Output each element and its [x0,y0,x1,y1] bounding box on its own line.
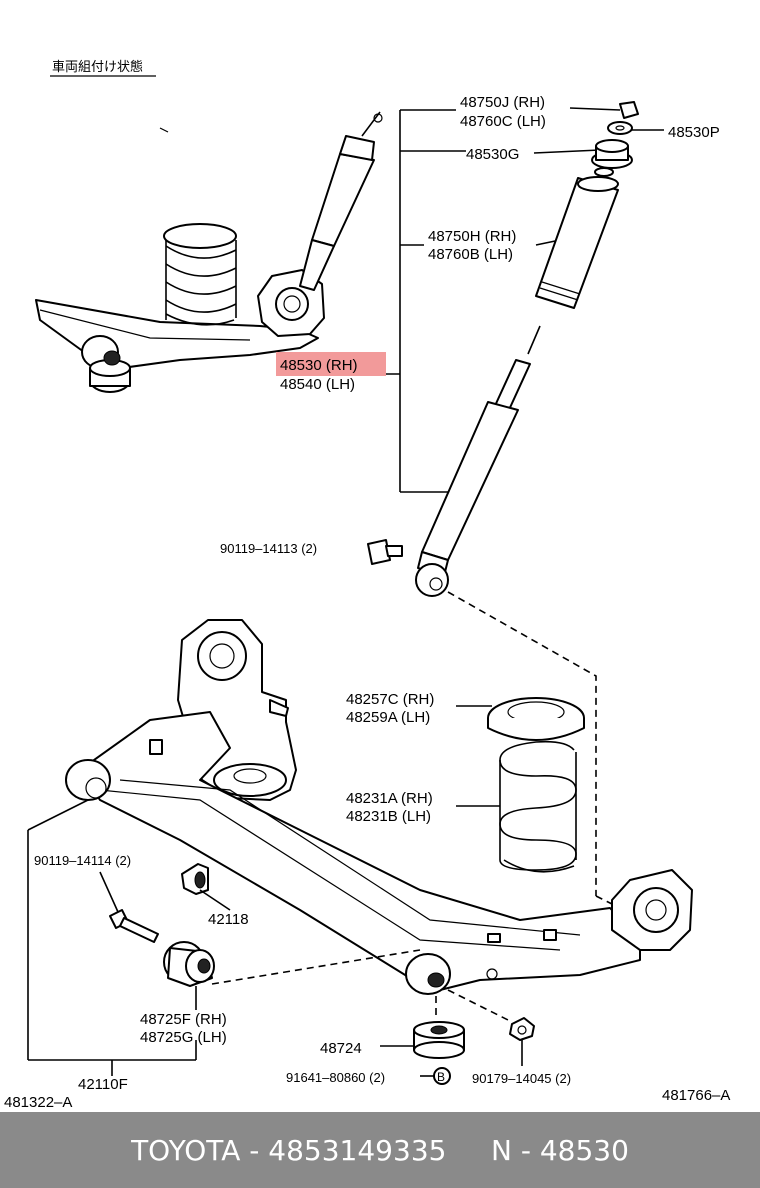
label-48760B: 48760B (LH) [428,246,513,263]
label-48760C: 48760C (LH) [460,113,546,130]
bolt-90119-14113 [367,539,403,565]
parts-diagram: 車両組付け状態 [4,59,730,1111]
footer-code: 48530 [539,1133,629,1167]
installed-state-illustration [35,111,383,393]
label-48725G: 48725G (LH) [140,1029,227,1046]
footer-brand: TOYOTA [131,1133,241,1167]
footer-code-prefix: N [490,1133,512,1167]
label-90179-14045: 90179–14045 (2) [472,1071,571,1086]
label-48750J: 48750J (RH) [460,94,545,111]
footer-part-number: 4853149335 [268,1133,447,1167]
nut-90179-14045 [509,1017,535,1066]
bolt-90119-14114 [99,871,159,943]
bush-42118 [181,863,231,911]
label-90119-14113: 90119–14113 (2) [220,541,317,556]
label-48724: 48724 [320,1040,362,1057]
selected-part-highlight [276,352,386,376]
footer-gap [446,1134,491,1167]
label-48725F: 48725F (RH) [140,1011,227,1028]
shock-washer [607,121,633,135]
label-48530P: 48530P [668,124,720,141]
label-48530-rh: 48530 (RH) [280,357,358,374]
footer-separator-2: - [511,1133,540,1167]
label-48257C: 48257C (RH) [346,691,434,708]
rear-axle-beam [65,619,693,995]
label-48530G: 48530G [466,146,519,163]
shock-top-nut [619,101,639,119]
label-91641-80860: 91641–80860 (2) [286,1070,385,1085]
label-48540-lh: 48540 (LH) [280,376,355,393]
note-b-letter: B [437,1070,445,1084]
footer-separator: - [240,1133,269,1167]
assembly-dashed-lines [211,591,613,1023]
shock-upper-support [591,139,633,169]
header-note: 車両組付け状態 [52,59,143,74]
bushing-48725 [163,941,215,1010]
label-42118: 42118 [208,911,249,928]
label-90119-14114: 90119–14114 (2) [34,853,131,868]
coil-spring [499,740,577,873]
beam-assembly-bracket [27,799,197,1076]
label-481322-A: 481322–A [4,1094,72,1111]
bushing-48724 [380,1021,465,1059]
shock-dust-boot [535,167,619,309]
spring-upper-insulator [487,697,585,741]
label-48259A: 48259A (LH) [346,709,430,726]
label-48750H: 48750H (RH) [428,228,516,245]
label-48231B: 48231B (LH) [346,808,431,825]
note-b-marker: B [420,1067,451,1085]
label-48231A: 48231A (RH) [346,790,433,807]
label-481766-A: 481766–A [662,1087,730,1104]
part-info-bar: TOYOTA - 4853149335 N - 48530 [0,1112,760,1188]
shock-absorber [415,325,541,597]
label-42110F: 42110F [78,1076,128,1093]
part-labels: 48750J (RH) 48760C (LH) 48530P 48530G 48… [4,94,730,1111]
